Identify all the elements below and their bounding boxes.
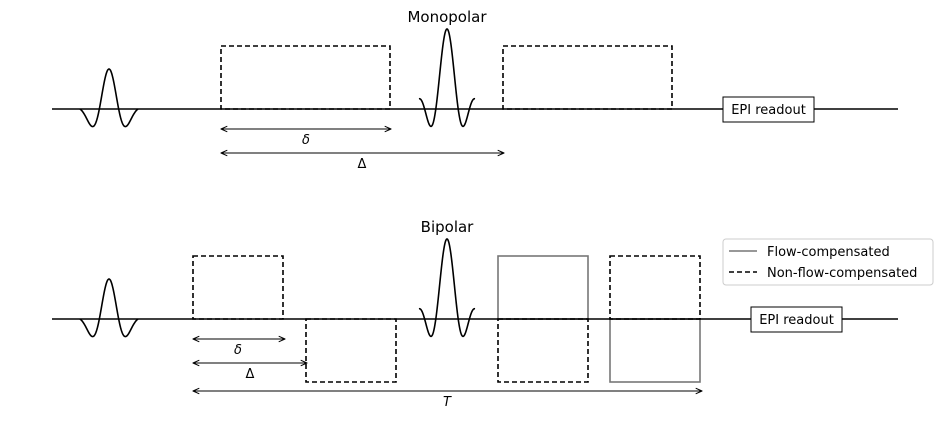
monopolar-panel: Monopolar EPI readout δ Δ (52, 8, 898, 172)
bipolar-flow-comp-lobe-positive (497, 255, 589, 320)
bipolar-epi-readout-label: EPI readout (759, 313, 834, 328)
legend: Flow-compensated Non-flow-compensated (722, 238, 934, 286)
monopolar-rf-180-pulse (418, 28, 476, 128)
bipolar-non-flow-comp-lobe-negative (497, 318, 589, 383)
bipolar-non-flow-comp-lobe-positive (609, 255, 701, 320)
monopolar-epi-readout-label: EPI readout (731, 103, 806, 118)
monopolar-gradient-lobe-2 (502, 45, 673, 110)
bipolar-period-label: T (443, 395, 452, 410)
legend-frame (722, 238, 934, 286)
monopolar-gradient-lobe-1 (220, 45, 391, 110)
bipolar-flow-comp-lobe-negative (609, 318, 701, 383)
bipolar-title: Bipolar (421, 218, 475, 236)
bipolar-delta-big-label: Δ (246, 367, 255, 382)
monopolar-delta-big-label: Δ (358, 157, 367, 172)
bipolar-gradient-lobe-positive (192, 255, 284, 320)
bipolar-panel: Bipolar EPI readout δ Δ T (52, 218, 898, 410)
legend-label-non-flow-compensated: Non-flow-compensated (767, 266, 917, 281)
legend-label-flow-compensated: Flow-compensated (767, 245, 890, 260)
monopolar-epi-readout-box: EPI readout (722, 96, 815, 123)
monopolar-delta-small-label: δ (302, 133, 310, 148)
bipolar-rf-180-pulse (418, 238, 476, 338)
monopolar-rf-90-pulse (79, 68, 139, 128)
bipolar-gradient-lobe-negative (305, 318, 397, 383)
bipolar-epi-readout-box: EPI readout (750, 306, 843, 333)
bipolar-rf-90-pulse (79, 278, 139, 338)
monopolar-title: Monopolar (407, 8, 487, 26)
bipolar-delta-small-label: δ (234, 343, 242, 358)
